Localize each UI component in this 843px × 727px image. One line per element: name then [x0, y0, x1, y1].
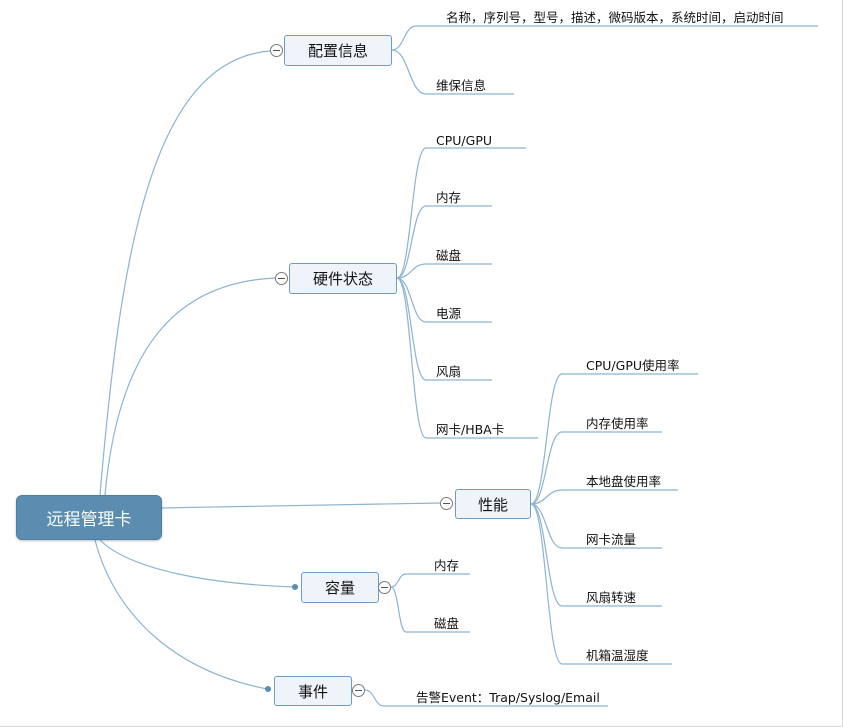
leaf-capacity-0[interactable]: 内存 [406, 550, 470, 574]
link-root-config [99, 50, 271, 496]
link-root-events [94, 539, 268, 690]
link-hardware-3 [396, 277, 427, 323]
leaf-label: 磁盘 [434, 616, 460, 631]
leaf-label: 内存使用率 [586, 416, 649, 431]
leaf-config-1[interactable]: 维保信息 [426, 70, 514, 94]
link-hardware-4 [396, 277, 427, 381]
leaf-label: 机箱温湿度 [586, 648, 649, 663]
leaf-label: 维保信息 [436, 78, 487, 93]
leaf-label: 内存 [434, 558, 460, 573]
leaf-label: CPU/GPU使用率 [586, 358, 680, 373]
dot-icon [265, 686, 271, 692]
branch-label: 硬件状态 [312, 270, 373, 288]
leaf-label: CPU/GPU [436, 133, 492, 148]
branch-node-capacity[interactable]: 容量 [301, 572, 379, 603]
leaf-label: 本地盘使用率 [586, 474, 662, 489]
collapse-toggle-capacity[interactable] [378, 581, 391, 594]
collapse-toggle-config[interactable] [270, 44, 283, 57]
leaf-label: 网卡流量 [586, 532, 637, 547]
link-hardware-0 [396, 147, 427, 279]
leaf-hardware-0[interactable]: CPU/GPU [426, 124, 526, 148]
leaf-hardware-5[interactable]: 网卡/HBA卡 [426, 414, 538, 438]
link-performance-2 [530, 489, 563, 505]
link-config-1 [391, 49, 427, 95]
branch-node-events[interactable]: 事件 [274, 676, 352, 706]
link-hardware-2 [396, 263, 427, 279]
link-events-0 [364, 689, 385, 707]
leaf-performance-5[interactable]: 机箱温湿度 [562, 640, 672, 664]
leaf-hardware-4[interactable]: 风扇 [426, 356, 492, 380]
collapse-toggle-events[interactable] [352, 684, 365, 697]
leaf-config-0[interactable]: 名称，序列号，型号，描述，微码版本，系统时间，启动时间 [416, 2, 818, 26]
leaf-label: 内存 [436, 190, 462, 205]
link-performance-5 [530, 503, 563, 665]
root-label: 远程管理卡 [46, 510, 132, 530]
leaf-label: 电源 [436, 306, 462, 321]
leaf-label: 网卡/HBA卡 [436, 422, 505, 437]
leaf-hardware-1[interactable]: 内存 [426, 182, 492, 206]
leaf-label: 风扇 [436, 364, 462, 379]
collapse-toggle-hardware[interactable] [275, 272, 288, 285]
link-capacity-0 [390, 573, 407, 588]
leaf-performance-4[interactable]: 风扇转速 [562, 582, 662, 606]
branch-label: 容量 [324, 579, 355, 597]
link-root-capacity [99, 539, 295, 588]
link-config-0 [391, 25, 417, 51]
link-performance-0 [530, 373, 563, 505]
leaf-label: 风扇转速 [586, 590, 637, 605]
branch-node-hardware[interactable]: 硬件状态 [289, 263, 397, 294]
branch-node-config[interactable]: 配置信息 [284, 35, 392, 66]
link-hardware-5 [396, 277, 427, 439]
collapse-toggle-performance[interactable] [440, 497, 453, 510]
leaf-label: 告警Event：Trap/Syslog/Email [416, 690, 600, 705]
link-root-performance [161, 502, 441, 509]
leaf-capacity-1[interactable]: 磁盘 [406, 608, 470, 632]
leaf-performance-3[interactable]: 网卡流量 [562, 524, 662, 548]
link-performance-1 [530, 431, 563, 505]
leaf-performance-2[interactable]: 本地盘使用率 [562, 466, 678, 490]
leaf-hardware-2[interactable]: 磁盘 [426, 240, 492, 264]
link-capacity-1 [390, 586, 407, 633]
leaf-performance-0[interactable]: CPU/GPU使用率 [562, 350, 698, 374]
link-root-hardware [104, 277, 276, 496]
link-hardware-1 [396, 205, 427, 279]
link-performance-3 [530, 503, 563, 549]
branch-label: 配置信息 [307, 42, 368, 60]
leaf-events-0[interactable]: 告警Event：Trap/Syslog/Email [384, 682, 608, 706]
dot-icon [292, 584, 298, 590]
leaf-performance-1[interactable]: 内存使用率 [562, 408, 662, 432]
link-performance-4 [530, 503, 563, 607]
root-node[interactable]: 远程管理卡 [16, 495, 162, 540]
leaf-hardware-3[interactable]: 电源 [426, 298, 492, 322]
leaf-label: 名称，序列号，型号，描述，微码版本，系统时间，启动时间 [446, 10, 784, 25]
branch-label: 事件 [297, 682, 328, 701]
branch-node-performance[interactable]: 性能 [455, 489, 531, 519]
leaf-label: 磁盘 [436, 248, 462, 263]
branch-label: 性能 [477, 495, 508, 514]
